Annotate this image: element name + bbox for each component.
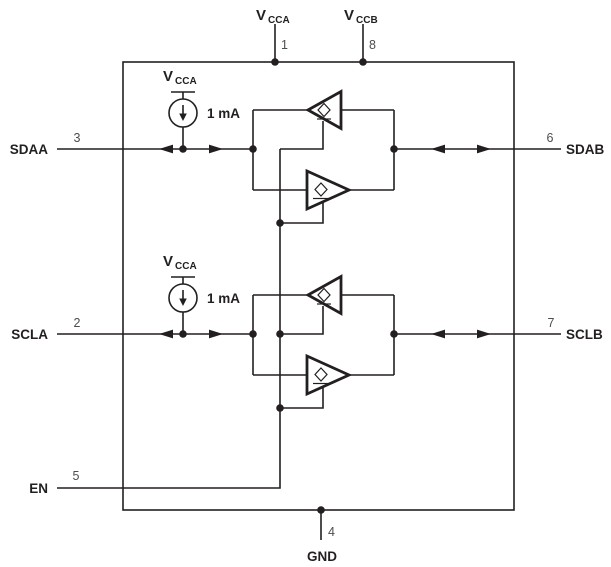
pin-sdaa: SDAA 3 bbox=[10, 131, 253, 157]
pin-vccb: V CCB 8 bbox=[344, 7, 378, 66]
bidirectional-arrows-a bbox=[159, 329, 223, 339]
pin-gnd-number: 4 bbox=[328, 525, 335, 539]
pin-vcca-label-sub: CCA bbox=[268, 15, 290, 26]
pin-gnd: 4 GND bbox=[307, 506, 337, 564]
pin-scla: SCLA 2 bbox=[11, 316, 253, 342]
junction-dot bbox=[249, 330, 257, 338]
buffer-triangle-left bbox=[305, 274, 343, 316]
open-drain-icon bbox=[313, 367, 329, 385]
arrow-left-icon bbox=[159, 144, 173, 154]
pin-en: EN 5 bbox=[29, 149, 284, 496]
arrow-right-icon bbox=[209, 144, 223, 154]
supply-label: V bbox=[163, 68, 173, 85]
arrow-right-icon bbox=[477, 329, 491, 339]
pin-sdaa-number: 3 bbox=[74, 131, 81, 145]
junction-dot bbox=[249, 145, 257, 153]
pin-sclb-number: 7 bbox=[548, 316, 555, 330]
pin-vccb-label-sub: CCB bbox=[356, 15, 378, 26]
buffer-b-to-a bbox=[305, 274, 343, 316]
enable-tap-bottom bbox=[280, 387, 324, 409]
sda-channel: V CCA 1 mA bbox=[159, 68, 491, 227]
pin-sclb-label: SCLB bbox=[566, 327, 603, 342]
junction-dot bbox=[271, 58, 279, 66]
scl-channel: V CCA 1 mA bbox=[159, 253, 491, 412]
supply-terminal bbox=[171, 276, 195, 284]
enable-tap-top bbox=[280, 121, 324, 150]
pin-vcca-number: 1 bbox=[281, 38, 288, 52]
pin-sdab-label: SDAB bbox=[566, 142, 605, 157]
enable-tap-bottom bbox=[280, 202, 324, 224]
open-drain-icon bbox=[317, 287, 331, 305]
buffer-a-to-b bbox=[305, 353, 353, 397]
current-value: 1 mA bbox=[207, 106, 240, 121]
pin-sdab-number: 6 bbox=[547, 131, 554, 145]
junction-dot bbox=[276, 219, 284, 227]
open-drain-icon bbox=[313, 182, 329, 200]
pin-sdaa-label: SDAA bbox=[10, 142, 49, 157]
junction-dot bbox=[390, 330, 398, 338]
current-source: V CCA 1 mA bbox=[163, 68, 240, 153]
current-value: 1 mA bbox=[207, 291, 240, 306]
pin-en-label: EN bbox=[29, 481, 48, 496]
pin-vcca-label: V bbox=[256, 7, 266, 24]
pin-vccb-number: 8 bbox=[369, 38, 376, 52]
bidirectional-arrows-a bbox=[159, 144, 223, 154]
supply-label-sub: CCA bbox=[175, 261, 197, 272]
pin-en-number: 5 bbox=[73, 469, 80, 483]
junction-dot bbox=[390, 145, 398, 153]
junction-dot bbox=[179, 145, 187, 153]
open-drain-icon bbox=[317, 102, 331, 120]
pin-vcca: V CCA 1 bbox=[256, 7, 290, 66]
current-arrow-down-icon bbox=[179, 113, 187, 121]
junction-dot bbox=[276, 404, 284, 412]
pin-scla-label: SCLA bbox=[11, 327, 48, 342]
enable-tap-top bbox=[280, 306, 324, 335]
pin-gnd-label: GND bbox=[307, 549, 337, 564]
arrow-right-icon bbox=[477, 144, 491, 154]
junction-dot bbox=[359, 58, 367, 66]
supply-terminal bbox=[171, 91, 195, 99]
supply-label-sub: CCA bbox=[175, 76, 197, 87]
pin-vccb-label: V bbox=[344, 7, 354, 24]
buffer-b-to-a bbox=[305, 89, 343, 131]
buffer-triangle-right bbox=[305, 353, 353, 397]
bidirectional-arrows-b bbox=[431, 144, 491, 154]
arrow-right-icon bbox=[209, 329, 223, 339]
buffer-a-to-b bbox=[305, 168, 353, 212]
chip-outline bbox=[122, 61, 515, 511]
arrow-left-icon bbox=[431, 144, 445, 154]
buffer-triangle-left bbox=[305, 89, 343, 131]
buffer-triangle-right bbox=[305, 168, 353, 212]
bidirectional-arrows-b bbox=[431, 329, 491, 339]
pin-scla-number: 2 bbox=[74, 316, 81, 330]
enable-bus bbox=[57, 149, 281, 489]
pin-sdab: SDAB 6 bbox=[394, 131, 605, 157]
current-arrow-down-icon bbox=[179, 298, 187, 306]
arrow-left-icon bbox=[159, 329, 173, 339]
junction-dot bbox=[179, 330, 187, 338]
pin-sclb: SCLB 7 bbox=[394, 316, 603, 342]
current-source: V CCA 1 mA bbox=[163, 253, 240, 338]
arrow-left-icon bbox=[431, 329, 445, 339]
supply-label: V bbox=[163, 253, 173, 270]
